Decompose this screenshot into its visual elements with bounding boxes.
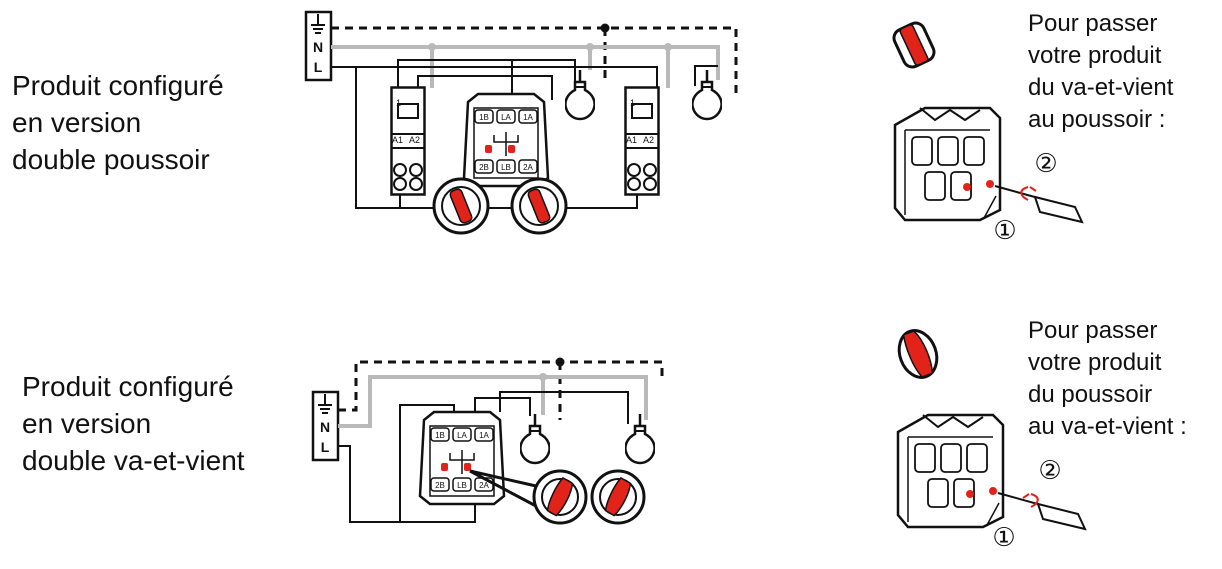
switch-terminal-label: LA — [501, 113, 511, 122]
instruction-line-4: au poussoir : — [1028, 106, 1166, 133]
relay-terminal-label: 1 — [396, 98, 401, 108]
config-label-line-3: double va-et-vient — [22, 445, 245, 476]
selector-two-way-icon — [532, 469, 588, 525]
switch-terminal-label: 1A — [479, 431, 489, 440]
switch-terminal-label: LB — [457, 481, 467, 490]
neutral-wire — [331, 45, 720, 80]
neutral-terminal-label: N — [313, 39, 323, 55]
switch-terminal-label: 1B — [435, 431, 445, 440]
instruction-line-3: du va-et-vient — [1028, 74, 1174, 101]
instruction-to-two-way: Pour passer votre produit du poussoir au… — [1028, 315, 1187, 443]
instruction-line-1: Pour passer — [1028, 10, 1158, 37]
mechanism-illustration-bottom: ① ② — [896, 413, 1087, 552]
step-2-marker: ② — [1034, 148, 1057, 178]
instruction-to-push-button: Pour passer votre produit du va-et-vient… — [1028, 8, 1173, 136]
wiring-diagram-double-poussoir: N L 1 A1 A2 — [304, 10, 738, 235]
earth-junction — [555, 357, 565, 367]
relay-terminal-label: A1 — [626, 135, 637, 145]
selector-push-button-icon — [432, 177, 490, 235]
light-bulb-icon — [565, 70, 595, 121]
impulse-relay-right: 1 A1 A2 — [624, 86, 660, 196]
supply-terminal-block: N L — [311, 390, 340, 462]
switch-terminal-label: 2B — [479, 163, 489, 172]
impulse-relay-left: 1 A1 A2 — [390, 86, 426, 196]
earth-wire — [331, 26, 738, 96]
neutral-wire — [338, 375, 648, 428]
step-1-marker: ① — [992, 522, 1015, 552]
instruction-line-1: Pour passer — [1028, 317, 1158, 344]
config-label-double-poussoir: Produit configuré en version double pous… — [12, 67, 224, 178]
switch-terminal-label: 1A — [523, 113, 533, 122]
switch-mechanism: 1B LA 1A 2B LB 2A — [462, 92, 550, 188]
instruction-line-2: votre produit — [1028, 42, 1162, 69]
earth-junction — [600, 23, 610, 33]
switch-terminal-label: LA — [457, 431, 467, 440]
relay-terminal-label: 1 — [630, 98, 635, 108]
switch-terminal-label: 2B — [435, 481, 445, 490]
selector-two-way-icon — [590, 469, 646, 525]
switch-terminal-label: 1B — [479, 113, 489, 122]
light-bulb-icon — [520, 414, 550, 465]
switch-mechanism: 1B LA 1A 2B LB 2A — [418, 410, 506, 506]
switch-terminal-label: LB — [501, 163, 511, 172]
step-2-marker: ② — [1038, 455, 1061, 485]
relay-terminal-label: A1 — [392, 135, 403, 145]
config-label-line-2: en version — [22, 408, 152, 439]
selector-push-button-icon — [510, 177, 568, 235]
config-label-line-2: en version — [12, 107, 142, 138]
step-1-marker: ① — [993, 215, 1016, 245]
two-way-selector-icon — [897, 329, 939, 379]
line-terminal-label: L — [321, 439, 330, 455]
wiring-diagram-double-va-et-vient: N L 1B LA 1A 2B LB — [311, 357, 664, 525]
relay-terminal-label: A2 — [643, 135, 654, 145]
config-label-line-1: Produit configuré — [22, 371, 234, 402]
config-label-double-va-et-vient: Produit configuré en version double va-e… — [22, 368, 245, 479]
instruction-line-3: du poussoir — [1028, 381, 1153, 408]
supply-terminal-block: N L — [304, 10, 333, 82]
switch-terminal-label: 2A — [523, 163, 533, 172]
mechanism-illustration-top: ① ② — [893, 106, 1084, 245]
live-wires — [338, 391, 629, 523]
earth-wire — [338, 360, 664, 412]
line-terminal-label: L — [314, 59, 323, 75]
relay-terminal-label: A2 — [409, 135, 420, 145]
config-label-line-1: Produit configuré — [12, 70, 224, 101]
light-bulb-icon — [625, 414, 655, 465]
push-button-selector-icon — [892, 21, 936, 69]
instruction-line-2: votre produit — [1028, 349, 1162, 376]
config-label-line-3: double poussoir — [12, 144, 210, 175]
switch-terminal-label: 2A — [479, 481, 489, 490]
instruction-line-4: au va-et-vient : — [1028, 413, 1187, 440]
neutral-terminal-label: N — [320, 419, 330, 435]
